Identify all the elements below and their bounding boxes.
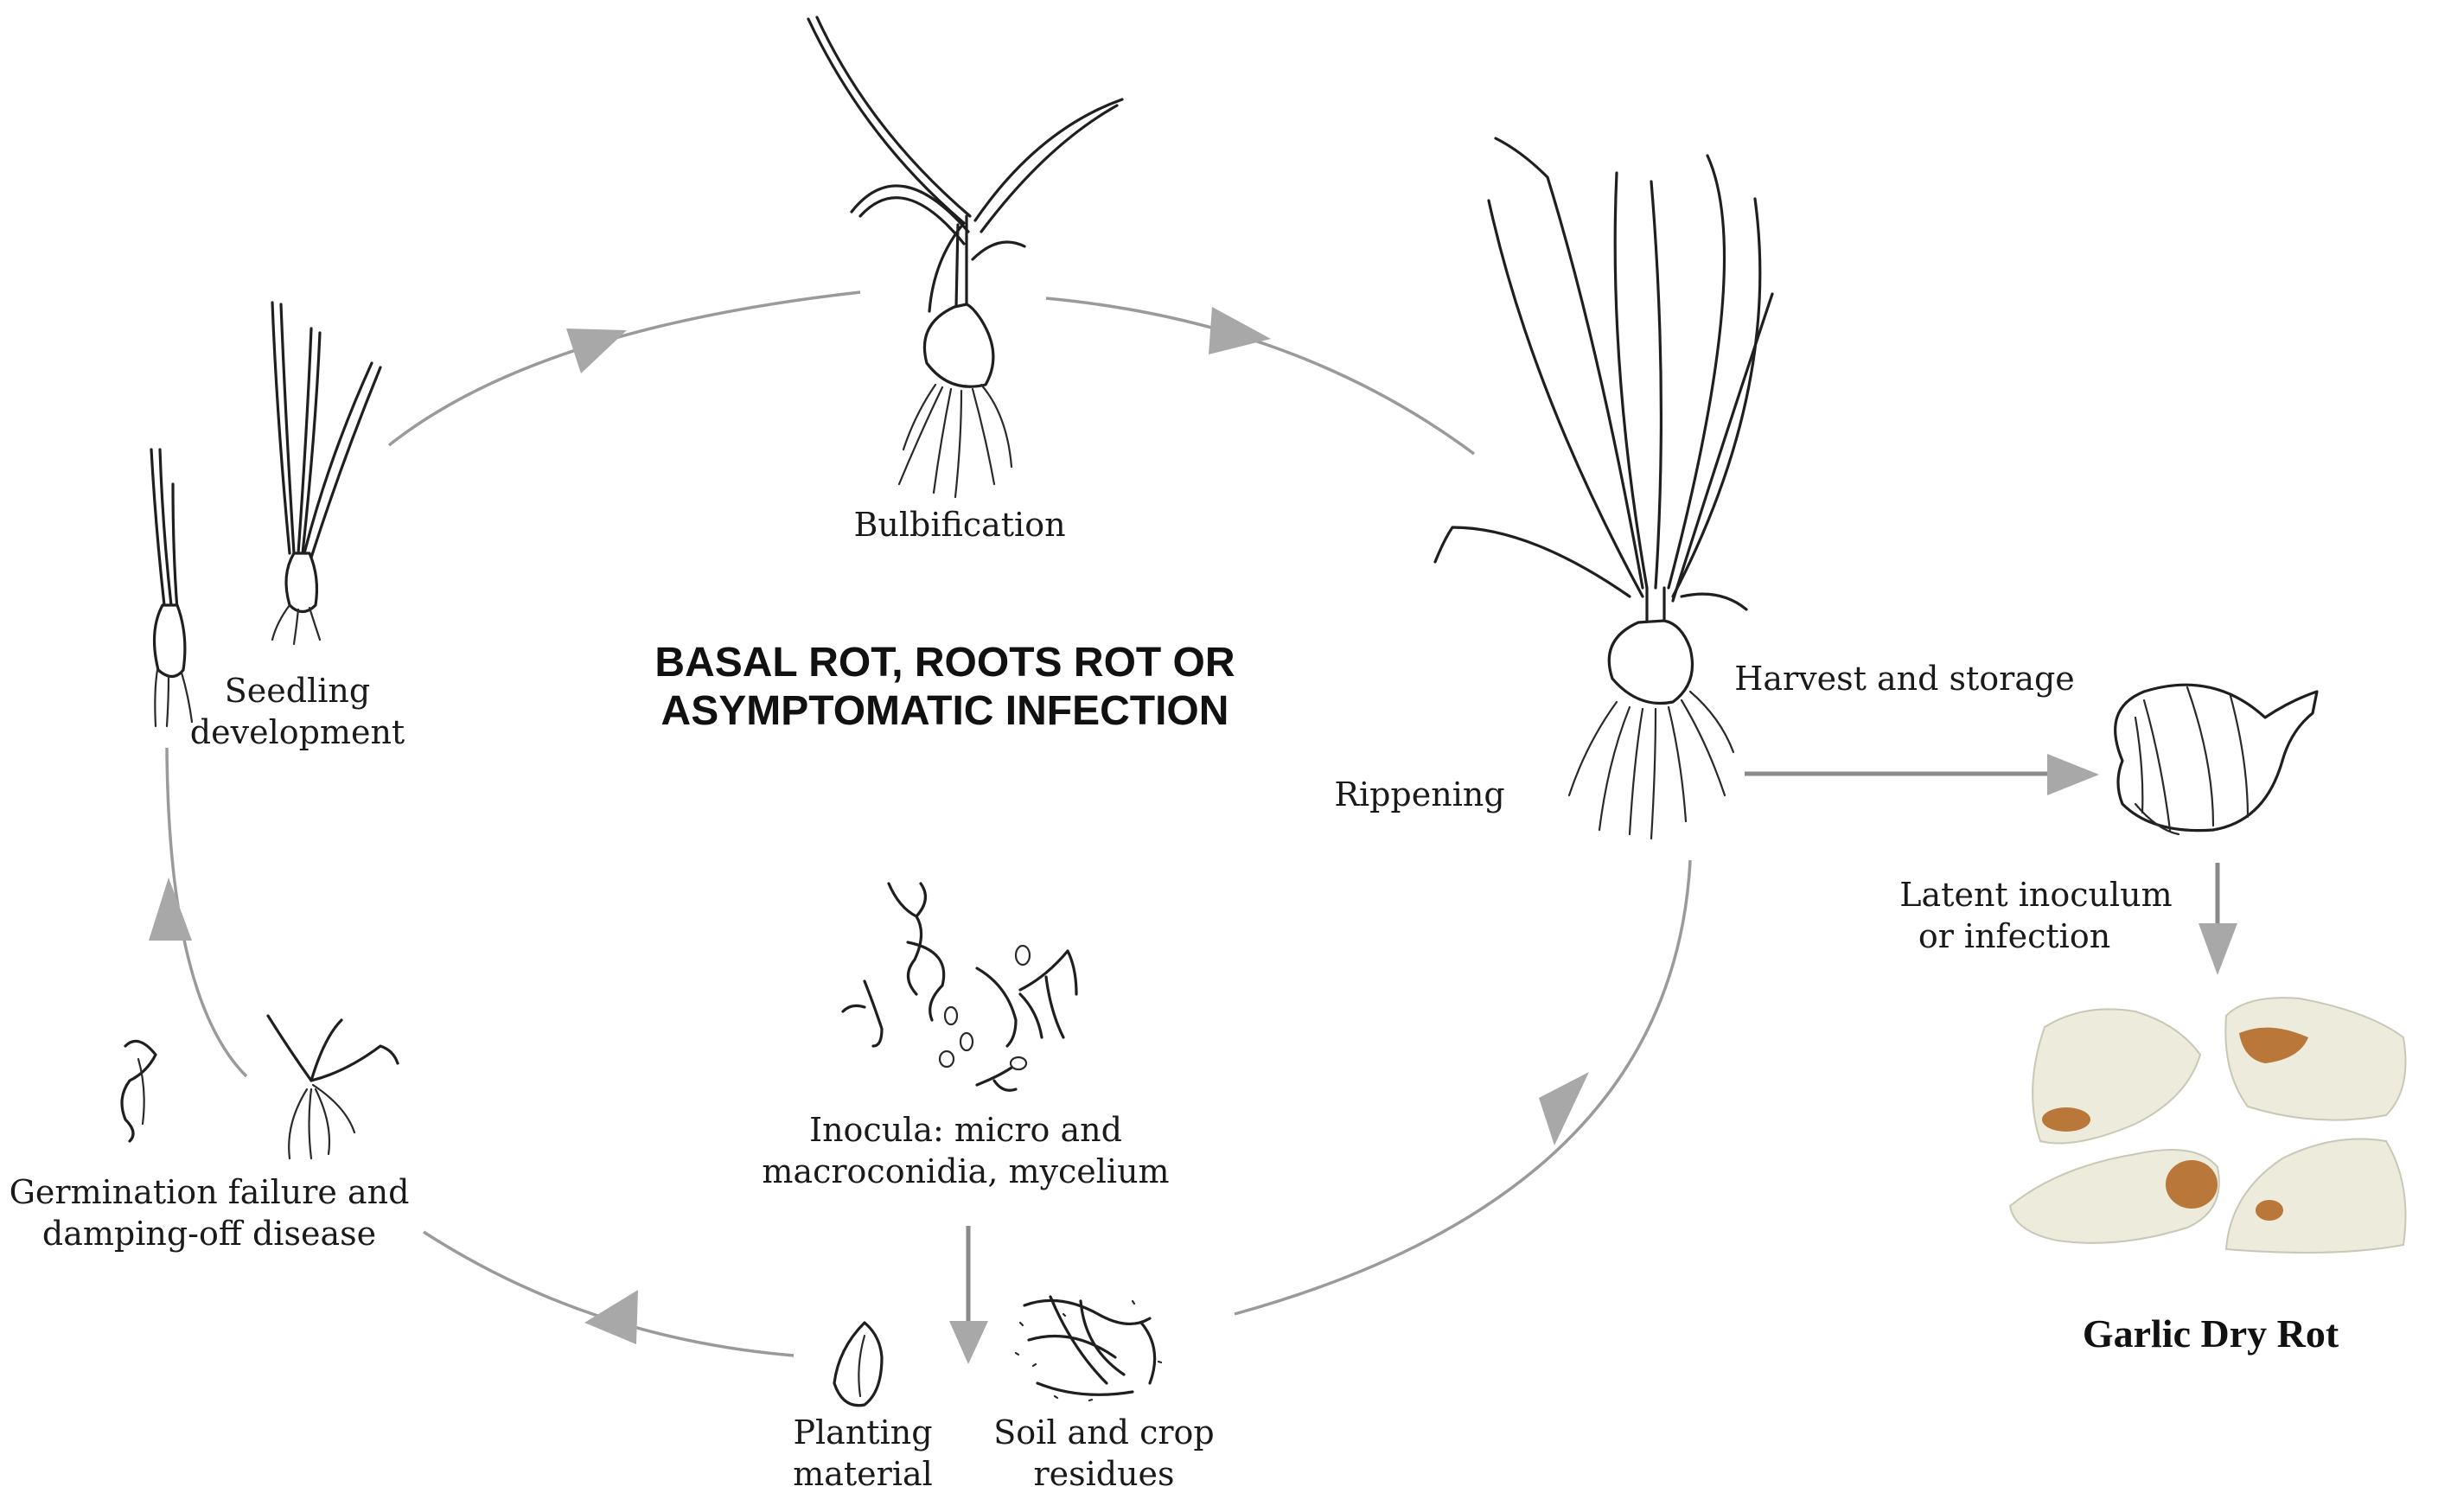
- lesion-bottom-right: [2256, 1200, 2283, 1221]
- title-garlic-dry-rot: Garlic Dry Rot: [2083, 1311, 2339, 1356]
- clove-top-right: [2224, 997, 2407, 1121]
- label-germination-line2: damping-off disease: [42, 1215, 376, 1253]
- label-inocula-line2: macroconidia, mycelium: [762, 1152, 1169, 1190]
- label-seedling-line2: development: [190, 713, 405, 751]
- cycle-arrows: [149, 290, 2237, 1364]
- arrowhead-inocula-to-soil: [949, 1321, 988, 1364]
- arrowhead-latent-infection: [2199, 923, 2237, 975]
- label-harvest-storage: Harvest and storage: [1734, 660, 2075, 698]
- arrowhead-bulbification-to-rippening: [1209, 307, 1271, 354]
- arrowhead-rippening-to-soil: [1539, 1072, 1589, 1145]
- label-latent-line2: or infection: [1918, 917, 2110, 955]
- label-planting-line2: material: [793, 1455, 933, 1493]
- label-latent-line1: Latent inoculum: [1899, 876, 2172, 914]
- soil-residues-illustration: [1014, 1295, 1163, 1402]
- label-soil-line2: residues: [1033, 1455, 1174, 1493]
- arrow-planting-to-germination: [423, 1230, 795, 1357]
- label-bulbification: Bulbification: [853, 506, 1065, 544]
- bulbification-plant-illustration: [807, 16, 1124, 499]
- seedling-illustration: [150, 301, 382, 728]
- arrow-bulbification-to-rippening: [1045, 297, 1476, 456]
- rippening-plant-illustration: [1433, 137, 1774, 840]
- arrow-seedling-to-bulbification: [387, 290, 861, 447]
- lesion-top-left: [2042, 1107, 2090, 1132]
- stored-garlic-bulb-illustration: [2114, 683, 2319, 836]
- arrow-germination-to-seedling: [165, 747, 248, 1078]
- inocula-illustration: [841, 882, 1078, 1092]
- lesion-bottom-left: [2166, 1160, 2218, 1209]
- center-title-line1: BASAL ROT, ROOTS ROT OR: [654, 640, 1235, 686]
- label-germination-line1: Germination failure and: [10, 1173, 410, 1211]
- label-soil-line1: Soil and crop: [993, 1413, 1214, 1451]
- arrowhead-harvest: [2047, 754, 2099, 795]
- arrowhead-seedling-to-bulbification: [566, 329, 627, 373]
- center-title-line2: ASYMPTOMATIC INFECTION: [661, 688, 1229, 734]
- lesion-top-right: [2239, 1027, 2308, 1063]
- arrow-rippening-to-soil: [1234, 859, 1692, 1316]
- label-inocula-line1: Inocula: micro and: [809, 1111, 1122, 1149]
- clove-bottom-left: [2008, 1149, 2220, 1244]
- germination-failure-illustration: [120, 1014, 399, 1160]
- arrowhead-planting-to-germination: [584, 1290, 638, 1344]
- clove-bottom-right: [2224, 1138, 2407, 1254]
- label-planting-line1: Planting: [793, 1413, 932, 1451]
- garlic-dry-rot-cloves-illustration: [2008, 997, 2407, 1254]
- arrowhead-germination-to-seedling: [149, 877, 192, 941]
- label-seedling-line1: Seedling: [225, 672, 370, 710]
- planting-material-illustration: [833, 1321, 884, 1407]
- label-rippening: Rippening: [1334, 775, 1504, 813]
